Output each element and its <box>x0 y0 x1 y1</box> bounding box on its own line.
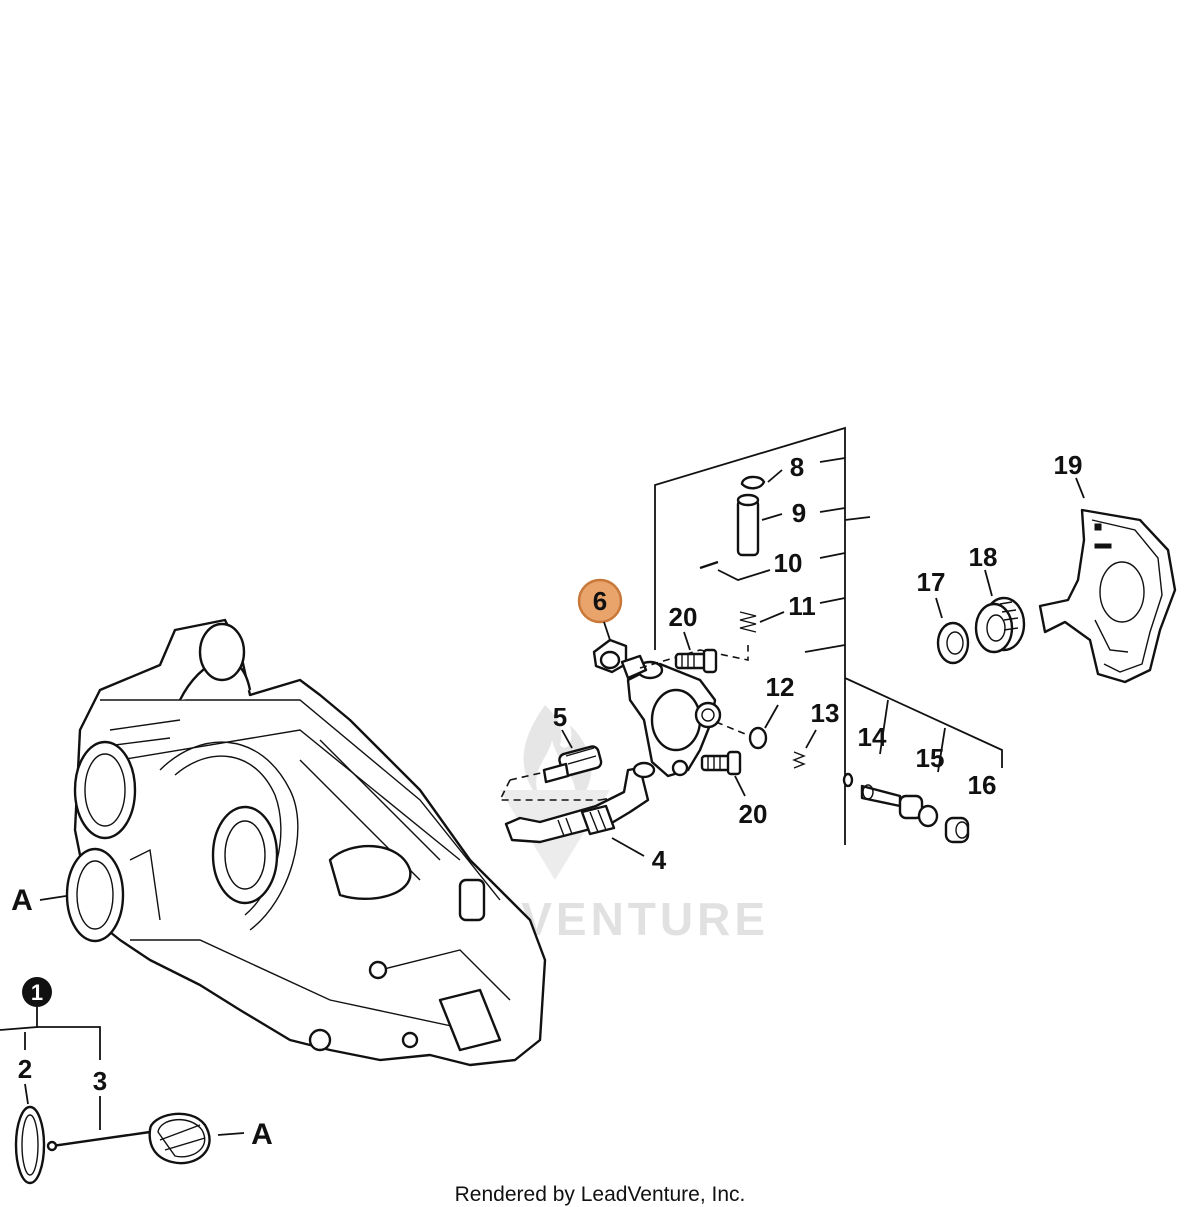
part-5-filter: 5 <box>542 702 603 784</box>
crankcase-housing <box>65 618 547 1067</box>
callout-12[interactable]: 12 <box>766 672 795 702</box>
part-11-spring: 11 <box>739 591 816 633</box>
callout-19[interactable]: 19 <box>1054 450 1083 480</box>
callout-17[interactable]: 17 <box>917 567 946 597</box>
callout-9[interactable]: 9 <box>792 498 806 528</box>
callout-10[interactable]: 10 <box>774 548 803 578</box>
callout-14[interactable]: 14 <box>858 722 887 752</box>
part-20-bolt-lower: 20 <box>700 750 768 829</box>
callout-3[interactable]: 3 <box>93 1066 107 1096</box>
part-14-ring: 14 <box>842 722 887 788</box>
bracket-group-7 <box>654 426 871 845</box>
part-10-pin: 10 <box>699 548 803 581</box>
callout-1[interactable]: 1 <box>31 980 43 1005</box>
callout-8[interactable]: 8 <box>790 452 804 482</box>
callout-1-badge[interactable] <box>22 977 52 1007</box>
callout-4[interactable]: 4 <box>652 845 667 875</box>
callout-a-left[interactable]: A <box>11 884 33 917</box>
footer-credit: Rendered by LeadVenture, Inc. <box>454 1183 746 1206</box>
part-17-washer: 17 <box>917 567 970 665</box>
callout-5[interactable]: 5 <box>553 702 567 732</box>
callout-13[interactable]: 13 <box>811 698 840 728</box>
callout-a-left-group: A <box>11 884 67 917</box>
part-2-ring: 2 <box>14 1054 46 1185</box>
part-6-nut <box>592 638 628 674</box>
callout-2[interactable]: 2 <box>18 1054 32 1084</box>
part-8-clip: 8 <box>740 452 804 490</box>
callout-a-right-group: A <box>217 1118 273 1151</box>
callout-18[interactable]: 18 <box>969 542 998 572</box>
part-18-bushing: 18 <box>969 542 1026 654</box>
watermark-flame-icon <box>523 705 592 805</box>
callout-20-lower[interactable]: 20 <box>739 799 768 829</box>
callout-a-right[interactable]: A <box>251 1118 273 1151</box>
part-13-spring: 13 <box>792 698 840 769</box>
oil-pump-housing <box>620 654 722 778</box>
callout-6[interactable]: 6 <box>593 586 607 616</box>
part-3-dipstick: 3 <box>46 1066 211 1165</box>
part-19-cover: 19 <box>1038 450 1177 684</box>
part-12-o-ring: 12 <box>748 672 795 750</box>
part-20-bolt-upper: 20 <box>669 602 718 674</box>
callout-16[interactable]: 16 <box>968 770 997 800</box>
callout-11[interactable]: 11 <box>788 591 816 621</box>
callout-6-group[interactable]: 6 <box>577 578 623 641</box>
callout-15[interactable]: 15 <box>916 743 945 773</box>
part-15-valve-shaft: 15 <box>860 743 945 828</box>
part-9-pin: 9 <box>736 493 806 557</box>
part-16-cap: 16 <box>944 770 997 844</box>
callout-20-upper[interactable]: 20 <box>669 602 698 632</box>
callout-1-group[interactable]: 1 <box>22 977 52 1007</box>
part-4-hose: 4 <box>504 761 667 875</box>
callout-6-highlight[interactable] <box>577 578 623 624</box>
